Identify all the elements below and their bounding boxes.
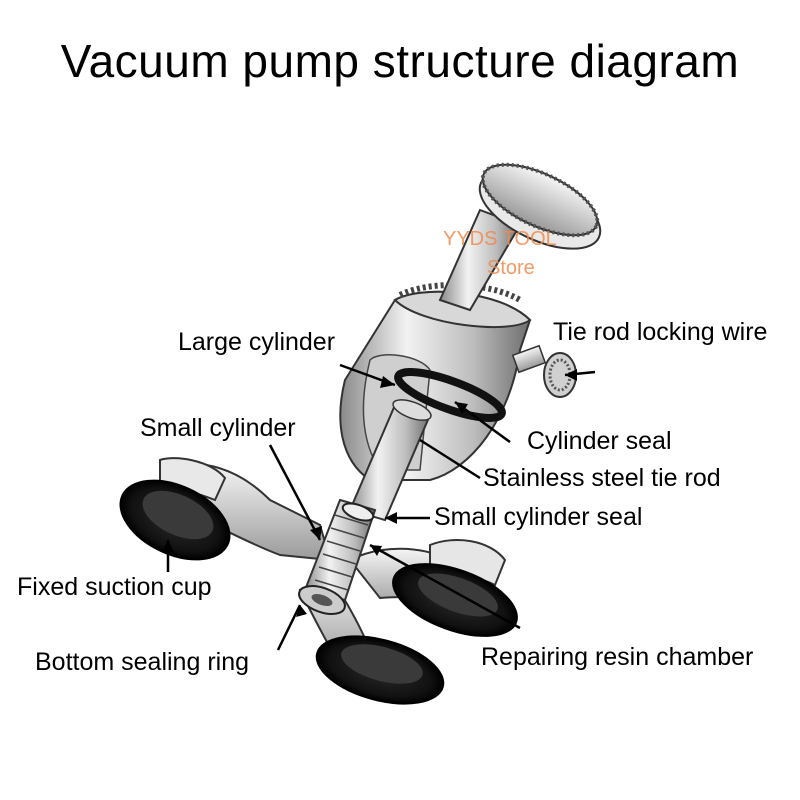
label-large-cylinder: Large cylinder <box>178 328 336 356</box>
tie-rod-locking-screw <box>511 344 577 398</box>
label-repairing-resin-chamber: Repairing resin chamber <box>481 643 754 671</box>
leader-bottom-sealing-ring <box>276 604 302 651</box>
bottom-suction-cup <box>315 635 445 705</box>
leader-arrowheads <box>162 369 577 617</box>
fixed-suction-cup <box>119 479 231 561</box>
small-cylinder <box>303 498 377 602</box>
bottom-sealing-ring <box>298 585 346 615</box>
leader-small-cylinder <box>268 444 322 541</box>
diagram-title: Vacuum pump structure diagram <box>60 35 740 87</box>
watermark-line1: YYDS TOOL <box>443 228 557 250</box>
watermark-line2: Store <box>487 257 535 279</box>
leader-repairing-resin-chamber <box>369 543 521 630</box>
label-cylinder-seal: Cylinder seal <box>527 427 672 455</box>
pump-handle <box>438 162 602 312</box>
label-small-cylinder: Small cylinder <box>140 414 296 442</box>
leader-stainless-steel-tie-rod <box>419 438 481 480</box>
label-bottom-sealing-ring: Bottom sealing ring <box>35 648 250 676</box>
label-small-cylinder-seal: Small cylinder seal <box>434 503 643 531</box>
label-fixed-suction-cup: Fixed suction cup <box>17 573 212 601</box>
label-stainless-steel-tie-rod: Stainless steel tie rod <box>483 464 721 492</box>
stainless-steel-tie-rod <box>348 399 432 522</box>
cylinder-seal <box>394 368 506 422</box>
label-tie-rod-locking-wire: Tie rod locking wire <box>553 318 768 346</box>
